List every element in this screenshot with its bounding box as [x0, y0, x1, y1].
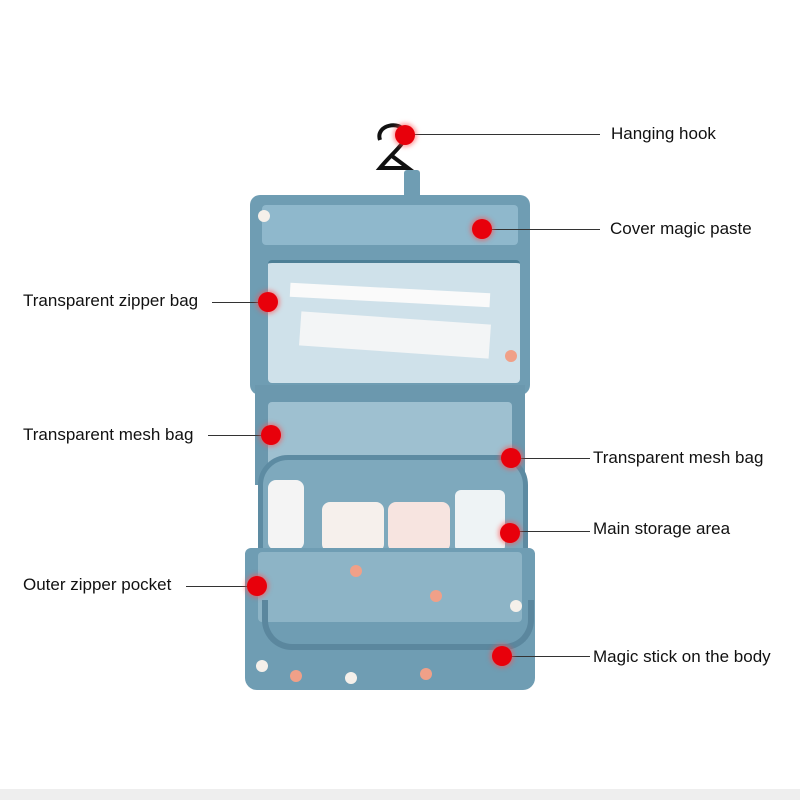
marker-dot	[472, 219, 492, 239]
marker-dot	[395, 125, 415, 145]
flower-pattern	[256, 660, 268, 672]
label-main-storage-area: Main storage area	[593, 519, 731, 538]
flower-pattern	[430, 590, 442, 602]
label-hanging-hook: Hanging hook	[611, 124, 716, 143]
bottle	[322, 502, 384, 552]
bottle	[455, 490, 505, 552]
marker-dot	[247, 576, 267, 596]
flower-pattern	[345, 672, 357, 684]
marker-dot	[258, 292, 278, 312]
marker-dot	[501, 448, 521, 468]
flower-pattern	[290, 670, 302, 682]
hook-tab	[404, 170, 420, 198]
flower-pattern	[350, 565, 362, 577]
marker-dot	[492, 646, 512, 666]
label-transparent-mesh-bag-right: Transparent mesh bag	[593, 448, 764, 467]
flower-pattern	[420, 668, 432, 680]
label-magic-stick-body: Magic stick on the body	[593, 647, 771, 666]
marker-dot	[500, 523, 520, 543]
bottom-bar	[0, 789, 800, 800]
label-outer-zipper-pocket: Outer zipper pocket	[23, 575, 172, 594]
label-transparent-zipper-bag: Transparent zipper bag	[23, 291, 199, 310]
flower-pattern	[505, 350, 517, 362]
handle	[262, 600, 534, 650]
flower-pattern	[510, 600, 522, 612]
label-cover-magic-paste: Cover magic paste	[610, 219, 752, 238]
bottle	[268, 480, 304, 550]
marker-dot	[261, 425, 281, 445]
flower-pattern	[258, 210, 270, 222]
label-transparent-mesh-bag-left: Transparent mesh bag	[23, 425, 194, 444]
outer-mesh-pocket	[258, 552, 522, 622]
bottle	[388, 502, 450, 552]
